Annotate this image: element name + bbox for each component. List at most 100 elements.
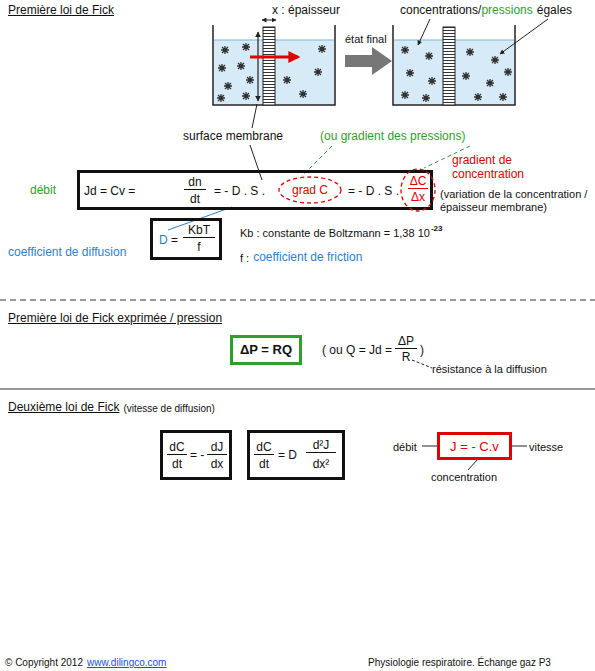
particle (242, 92, 250, 100)
particle (299, 90, 307, 98)
leader-line (468, 459, 478, 470)
copyright: © Copyright 2012 (5, 656, 83, 670)
formula-term: R (395, 350, 417, 364)
formula-text: ) (420, 343, 424, 357)
particle (422, 94, 430, 102)
formula-text: D (159, 233, 168, 247)
beaker-initial (213, 20, 335, 105)
annotation: concentrations/ (400, 3, 481, 17)
particle (242, 43, 250, 51)
leader-line (250, 145, 262, 180)
beaker-wall (213, 25, 335, 105)
section-heading: Première loi de Fick exprimée / pression (8, 311, 222, 325)
formula-box: grad CΔCΔxJd = Cv =dndt= - D . S .= - D … (77, 170, 433, 210)
particle (401, 46, 409, 54)
formula-text: KbT (183, 223, 215, 238)
particle (318, 45, 326, 53)
particle (224, 82, 232, 90)
particle (428, 77, 436, 85)
thickness-arrow (262, 20, 276, 21)
leader-line (512, 446, 527, 447)
formula-term: ΔP (395, 334, 417, 349)
surface-arrow (257, 32, 258, 101)
equation-box: dC dt= -dJ dx (160, 430, 232, 480)
formula-text: dt (167, 457, 187, 471)
diffusion-arrow (250, 56, 298, 59)
formula-text: dx (207, 457, 227, 471)
particle (491, 56, 499, 64)
pointer-arrow (500, 19, 548, 54)
section-heading: Deuxième loi de Fick (8, 400, 119, 414)
page-title: Première loi de Fick (8, 3, 114, 17)
annotation: gradient de concentration (452, 153, 547, 181)
ellipse-outline (401, 169, 435, 211)
leader-line (422, 446, 437, 447)
formula-text: ΔP = RQ (233, 343, 299, 357)
annotation: surface membrane (183, 129, 283, 143)
formula-text: = (171, 233, 178, 247)
formula-text: grad C (278, 183, 342, 197)
section-subheading: (vitesse de diffusion) (123, 402, 215, 416)
formula-text: dC (254, 440, 274, 455)
particle (237, 62, 245, 70)
particle (466, 48, 474, 56)
particle (401, 91, 409, 99)
annotation: pressions (481, 3, 532, 17)
membrane (263, 27, 275, 105)
exponent: -23 (431, 222, 443, 236)
annotation: débit (393, 440, 417, 454)
annotation: coefficient de diffusion (8, 245, 126, 259)
beaker-final (393, 25, 515, 105)
formula-text: ΔC (408, 174, 428, 189)
pointer-arrow (418, 19, 430, 45)
pressure-box: ΔP = RQ (230, 335, 302, 365)
note: Kb : constante de Boltzmann = 1,38 10 (240, 226, 430, 240)
particle (474, 93, 482, 101)
annotation: égales (537, 3, 572, 17)
formula-text: dC (167, 440, 187, 455)
leader-line (252, 104, 257, 128)
particle (499, 93, 507, 101)
formula-text: dJ (207, 440, 227, 455)
formula-text: = - (190, 448, 204, 462)
annotation: débit (30, 183, 56, 197)
annotation: vitesse (529, 440, 563, 454)
particle (425, 52, 433, 60)
formula-text: = - D . S . (348, 184, 399, 198)
section-separator (0, 389, 595, 390)
particle (486, 79, 494, 87)
formula-text: dx² (306, 457, 336, 471)
particle (217, 94, 225, 102)
note: f : (240, 251, 249, 265)
particle (314, 68, 322, 76)
caption: Physiologie respiratoire. Échange gaz P3 (368, 656, 551, 670)
beaker-wall (393, 25, 515, 105)
annotation: état final (345, 32, 387, 46)
flow-box: J = - C.v (437, 432, 512, 460)
formula-text: J = - C.v (440, 440, 509, 454)
formula-text: f (183, 240, 215, 254)
note: coefficient de friction (253, 250, 362, 264)
particle (246, 76, 254, 84)
gradient-ellipse: ΔCΔx (400, 168, 436, 212)
note: (variation de la concentration / épaisse… (440, 188, 595, 214)
formula-text: = D (278, 448, 297, 462)
coefficient-box: D= KbT f (150, 218, 222, 260)
website: www.dilingco.com (87, 656, 166, 670)
equation-box: dCdt= Dd²Jdx² (247, 430, 345, 480)
transition-arrow (345, 47, 392, 75)
ellipse-outline (279, 177, 341, 203)
annotation: concentration (431, 470, 497, 484)
membrane (443, 27, 455, 105)
formula-text: dn (184, 175, 206, 190)
section-separator (0, 300, 595, 301)
formula-text: dt (254, 457, 274, 471)
particle (283, 76, 291, 84)
formula-text: = - D . S . (214, 184, 265, 198)
annotation: (ou gradient des pressions) (320, 129, 465, 143)
formula-text: Δx (408, 190, 428, 204)
gradient-ellipse: grad C (278, 176, 342, 204)
annotation: résistance à la diffusion (432, 362, 547, 376)
particle (406, 69, 414, 77)
